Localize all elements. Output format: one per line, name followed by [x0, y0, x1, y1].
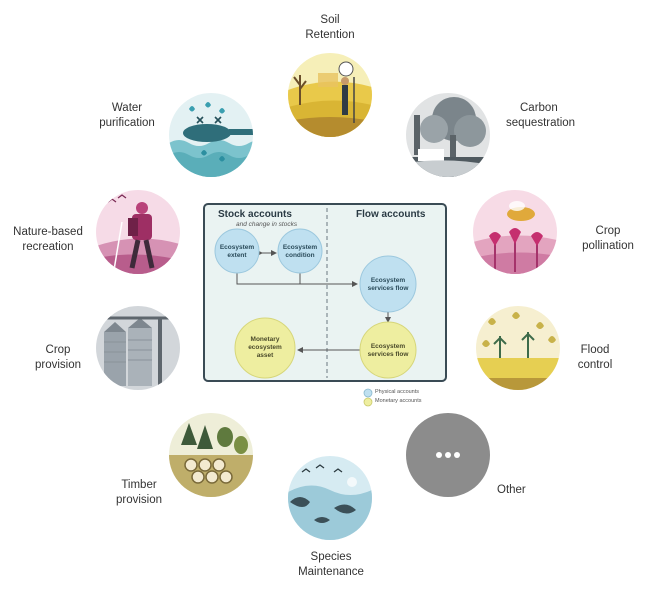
node-asset-line2: ecosystem	[248, 344, 282, 351]
node-monetary-asset	[234, 317, 296, 379]
node-asset-line1: Monetary	[250, 336, 280, 343]
node-extent-line1: Ecosystem	[219, 244, 255, 251]
crop-pollination-icon	[473, 190, 557, 274]
stock-accounts-title: Stock accounts	[218, 209, 292, 220]
flow-accounts-title: Flow accounts	[356, 209, 426, 220]
label-soil-retention: Soil Retention	[300, 13, 360, 43]
label-soil-line2: Retention	[305, 29, 355, 41]
label-species-line2: Maintenance	[298, 566, 364, 578]
label-flood-control: Flood control	[570, 343, 620, 373]
node-extent-line2: extent	[227, 252, 247, 259]
label-carbon-line1: Carbon	[520, 102, 558, 114]
carbon-sequestration-icon	[406, 93, 490, 177]
label-water-purification: Water purification	[92, 101, 162, 131]
nature-recreation-icon	[96, 190, 180, 274]
label-other: Other	[497, 483, 526, 498]
legend-physical-swatch	[363, 388, 373, 398]
label-water-line1: Water	[111, 102, 143, 114]
timber-provision-icon	[169, 413, 253, 497]
label-recreation-line2: recreation	[22, 241, 74, 253]
node-ecosystem-condition	[277, 228, 323, 274]
node-asset-line3: asset	[256, 352, 274, 359]
label-carbon-sequestration: Carbon sequestration	[506, 101, 575, 131]
accounts-panel	[203, 203, 447, 382]
label-water-line2: purification	[99, 117, 155, 129]
stock-accounts-subtitle: and change in stocks	[236, 221, 298, 228]
species-maintenance-icon	[288, 456, 372, 540]
node-flow-monetary-label: Ecosystem services flow	[358, 343, 418, 359]
node-flow-physical-label: Ecosystem services flow	[358, 277, 418, 293]
label-recreation-line1: Nature-based	[13, 226, 83, 238]
label-pollination-line2: pollination	[582, 240, 634, 252]
node-monetary-asset-label: Monetary ecosystem asset	[235, 336, 295, 360]
crop-provision-icon	[96, 306, 180, 390]
label-crop-provision-line2: provision	[34, 359, 82, 371]
node-flow-monetary-line2: services flow	[367, 351, 409, 358]
node-extent-label: Ecosystem extent	[215, 244, 259, 260]
label-timber-line2: provision	[115, 494, 163, 506]
label-timber-provision: Timber provision	[107, 478, 171, 508]
label-crop-provision-line1: Crop	[45, 344, 71, 356]
legend-physical-label: Physical accounts	[375, 389, 420, 395]
node-ecosystem-extent	[214, 228, 260, 274]
legend-monetary-label: Monetary accounts	[375, 398, 422, 404]
soil-retention-icon	[288, 53, 372, 137]
label-soil-line1: Soil	[320, 14, 340, 26]
label-crop-provision: Crop provision	[30, 343, 86, 373]
node-services-flow-monetary	[359, 321, 417, 379]
legend	[363, 388, 373, 407]
label-crop-pollination: Crop pollination	[570, 224, 646, 254]
node-condition-label: Ecosystem condition	[278, 244, 322, 260]
other-icon	[406, 413, 490, 497]
label-pollination-line1: Crop	[595, 225, 621, 237]
node-condition-line1: Ecosystem	[282, 244, 318, 251]
label-nature-recreation: Nature-based recreation	[4, 225, 92, 255]
label-flood-line2: control	[577, 359, 613, 371]
label-species-maintenance: Species Maintenance	[296, 550, 366, 580]
flood-control-icon	[476, 306, 560, 390]
node-condition-line2: condition	[285, 252, 315, 259]
node-flow-physical-line2: services flow	[367, 285, 409, 292]
label-carbon-line2: sequestration	[506, 117, 576, 129]
label-species-line1: Species	[310, 551, 352, 563]
label-timber-line1: Timber	[121, 479, 157, 491]
node-flow-physical-line1: Ecosystem	[370, 277, 406, 284]
node-flow-monetary-line1: Ecosystem	[370, 343, 406, 350]
label-flood-line1: Flood	[580, 344, 610, 356]
node-services-flow-physical	[359, 255, 417, 313]
label-other-line1: Other	[497, 484, 526, 496]
legend-monetary-swatch	[363, 397, 373, 407]
water-purification-icon	[169, 93, 253, 177]
